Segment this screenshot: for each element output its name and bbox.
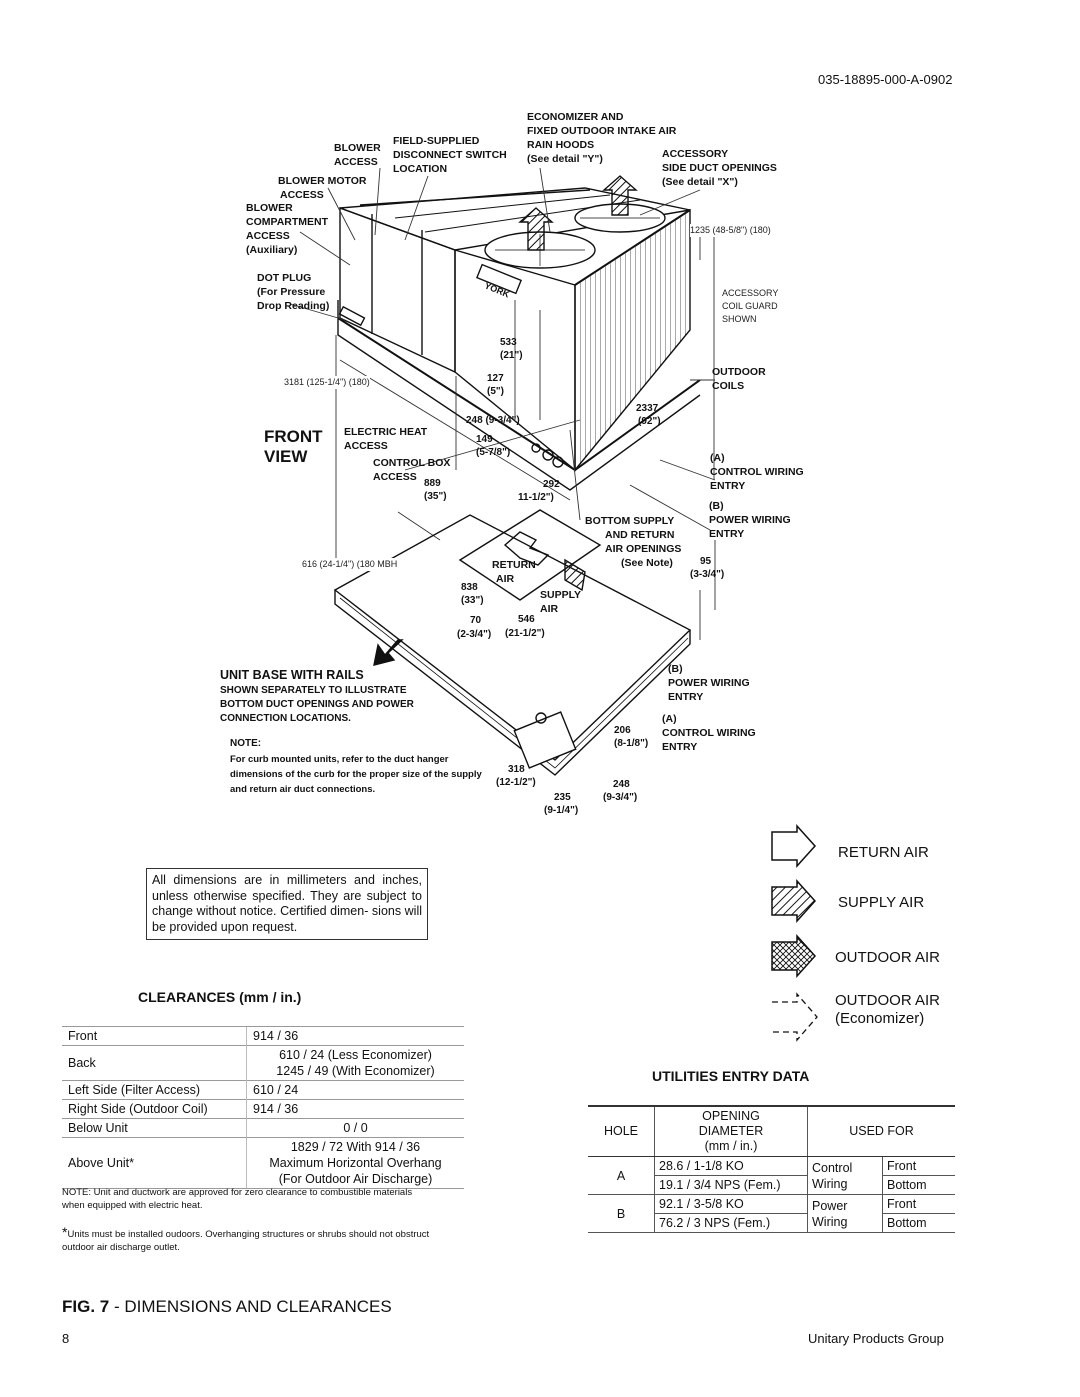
blower-compartment-callout: BLOWER COMPARTMENT ACCESS (Auxiliary) — [246, 202, 329, 256]
legend-outdoor-air: OUTDOOR AIR — [835, 949, 941, 966]
unit-base-subtitle: SHOWN SEPARATELY TO ILLUSTRATE BOTTOM DU… — [220, 685, 414, 724]
disconnect-callout: FIELD-SUPPLIED DISCONNECT SWITCH LOCATIO… — [393, 135, 507, 175]
unit-base-title: UNIT BASE WITH RAILS — [220, 668, 364, 682]
table-row: Back 610 / 24 (Less Economizer)1245 / 49… — [62, 1045, 464, 1081]
legend-supply-air: SUPPLY AIR — [838, 894, 925, 911]
return-air-symbol — [771, 824, 817, 868]
table-row: 76.2 / 3 NPS (Fem.) Bottom — [588, 1213, 955, 1233]
clearances-note: NOTE: Unit and ductwork are approved for… — [62, 1187, 413, 1211]
unit-dimensions-diagram — [289, 167, 716, 776]
dim-label: 838(33") — [461, 582, 484, 606]
leader-lines — [289, 167, 716, 640]
dim-3181: 3181 (125-1/4") (180) — [284, 376, 370, 389]
diagram-note-heading: NOTE: — [230, 738, 262, 749]
document-number: 035-18895-000-A-0902 — [818, 72, 953, 87]
company-name: Unitary Products Group — [808, 1331, 944, 1346]
electric-heat-callout: ELECTRIC HEAT ACCESS — [344, 426, 428, 452]
supply-air-label: SUPPLY AIR — [540, 589, 582, 615]
dim-label: 533(21") — [500, 337, 523, 361]
clearances-table: Front 914 / 36 Back 610 / 24 (Less Econo… — [62, 1026, 464, 1189]
front-view-label: FRONT VIEW — [264, 427, 323, 466]
air-legend-symbols — [771, 824, 818, 1042]
base-power-wiring-callout: (B) POWER WIRING ENTRY — [668, 663, 750, 703]
blower-motor-callout: BLOWER MOTOR ACCESS — [278, 175, 367, 201]
dot-plug-callout: DOT PLUG (For Pressure Drop Reading) — [257, 272, 330, 312]
control-box-callout: CONTROL BOX ACCESS — [373, 457, 451, 483]
return-air-label: RETURN AIR — [492, 559, 536, 585]
economizer-air-symbol — [772, 992, 818, 1042]
table-row: Below Unit 0 / 0 — [62, 1118, 464, 1138]
dim-616: 616 (24-1/4") (180 MBH — [302, 558, 398, 571]
outdoor-coils-callout: OUTDOOR COILS — [712, 366, 766, 392]
dim-label: 206(8-1/8") — [614, 725, 649, 749]
base-control-wiring-callout: (A) CONTROL WIRING ENTRY — [662, 713, 756, 753]
table-row: Left Side (Filter Access) 610 / 24 — [62, 1080, 464, 1100]
dim-label: (21-1/2") — [505, 628, 545, 639]
dim-label: 318(12-1/2") — [496, 764, 536, 788]
outdoor-air-symbol — [771, 934, 817, 978]
clearances-title: CLEARANCES (mm / in.) — [138, 989, 302, 1005]
dim-label: 546 — [518, 614, 535, 625]
dim-label: 2337(92") — [636, 403, 661, 427]
dim-label: 235(9-1/4") — [544, 792, 579, 816]
figure-title: FIG. 7 - DIMENSIONS AND CLEARANCES — [62, 1297, 392, 1316]
table-row: Right Side (Outdoor Coil) 914 / 36 — [62, 1099, 464, 1119]
unit-base-drawing — [333, 509, 692, 776]
table-row: 19.1 / 3/4 NPS (Fem.) Bottom — [588, 1175, 955, 1195]
control-wiring-entry-callout: (A) CONTROL WIRING ENTRY — [710, 452, 804, 492]
dim-label: 248(9-3/4") — [603, 779, 638, 803]
legend-outdoor-air-economizer: OUTDOOR AIR (Economizer) — [835, 992, 941, 1027]
legend-return-air: RETURN AIR — [838, 844, 929, 861]
dim-label: 889(35") — [424, 478, 447, 502]
dim-label: 70 — [470, 615, 482, 626]
economizer-callout: ECONOMIZER AND FIXED OUTDOOR INTAKE AIR … — [527, 111, 677, 165]
table-row: Front 914 / 36 — [62, 1026, 464, 1046]
power-wiring-entry-callout: (B) POWER WIRING ENTRY — [709, 500, 791, 540]
side-duct-callout: ACCESSORY SIDE DUCT OPENINGS (See detail… — [662, 148, 777, 188]
coil-guard-callout: ACCESSORY COIL GUARD SHOWN — [722, 287, 779, 326]
rooftop-unit-drawing — [337, 175, 701, 491]
dim-label: 127(5") — [487, 373, 504, 397]
dim-1235: 1235 (48-5/8") (180) — [690, 224, 771, 237]
dim-label: 149(5-7/8") — [476, 434, 511, 458]
blower-access-callout: BLOWER ACCESS — [334, 142, 381, 168]
dim-label: 248 (9-3/4") — [466, 415, 520, 426]
dim-label: (2-3/4") — [457, 629, 492, 640]
page-number: 8 — [62, 1331, 70, 1346]
bottom-supply-callout: BOTTOM SUPPLY AND RETURN AIR OPENINGS (S… — [585, 515, 682, 569]
dimensions-note-box: All dimensions are in millimeters and in… — [146, 868, 428, 940]
clearances-footnote: *Units must be installed oudoors. Overha… — [62, 1224, 430, 1253]
utilities-title: UTILITIES ENTRY DATA — [652, 1068, 810, 1084]
dim-label: 95(3-3/4") — [690, 556, 725, 580]
diagram-note-text: For curb mounted units, refer to the duc… — [230, 754, 482, 795]
supply-air-symbol — [771, 879, 817, 923]
